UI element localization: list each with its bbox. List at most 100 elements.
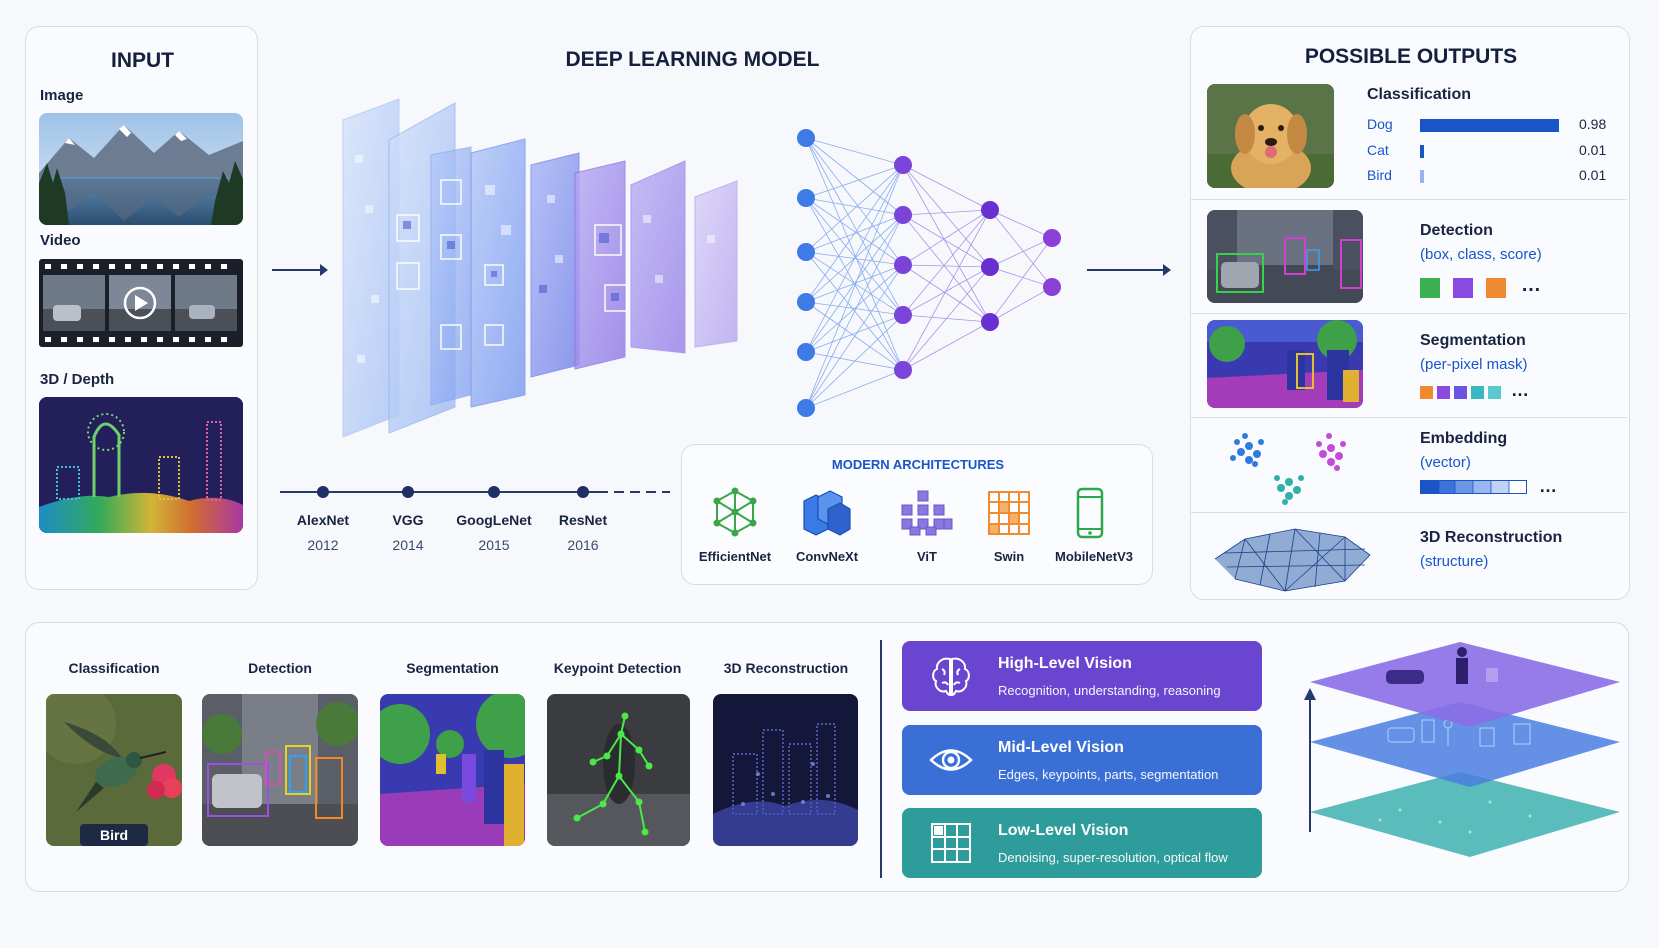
convnext-icon xyxy=(803,490,851,536)
arrow-input-to-model xyxy=(272,264,328,276)
class-dog-bar xyxy=(1420,119,1559,132)
output-classification-row: Classification Dog Cat Bird 0.98 0.01 0.… xyxy=(1191,74,1627,200)
bird-badge: Bird xyxy=(80,824,148,846)
mid-level-vision-title: Mid-Level Vision xyxy=(998,739,1124,756)
classification-output-title: Classification xyxy=(1367,86,1472,103)
output-segmentation-row: Segmentation (per-pixel mask) … xyxy=(1191,314,1627,418)
mesh-reconstruction-icon xyxy=(1214,528,1371,592)
task-segmentation-label: Segmentation xyxy=(406,660,499,676)
seg-color-cyan xyxy=(1488,386,1501,399)
high-level-vision-card: High-Level Vision Recognition, understan… xyxy=(902,641,1262,711)
detection-output-title: Detection xyxy=(1420,222,1493,239)
seg-color-teal xyxy=(1471,386,1484,399)
timeline-resnet-name: ResNet xyxy=(558,512,608,528)
efficientnet-icon xyxy=(713,487,757,537)
task-detection-label: Detection xyxy=(248,660,312,676)
video-label: Video xyxy=(40,232,81,249)
hummingbird-image: Bird xyxy=(46,694,182,846)
modern-convnext-label: ConvNeXt xyxy=(795,549,859,564)
class-bird-label: Bird xyxy=(1367,167,1392,183)
class-cat-value: 0.01 xyxy=(1579,142,1607,158)
vision-hierarchy-layers xyxy=(1304,642,1620,857)
low-level-vision-desc: Denoising, super-resolution, optical flo… xyxy=(998,850,1228,865)
segmentation-more: … xyxy=(1511,380,1529,400)
high-level-vision-title: High-Level Vision xyxy=(998,655,1132,672)
modern-architectures-title: MODERN ARCHITECTURES xyxy=(831,457,1005,472)
detection-color-purple xyxy=(1453,278,1473,298)
detection-output-sub: (box, class, score) xyxy=(1420,246,1542,263)
dog-image xyxy=(1207,84,1334,188)
cnn-feature-maps xyxy=(342,98,738,438)
low-level-vision-title: Low-Level Vision xyxy=(998,822,1129,839)
depth-point-cloud-image xyxy=(39,397,243,533)
reconstruction-city-image xyxy=(713,694,858,846)
output-reconstruction-row: 3D Reconstruction (structure) xyxy=(1191,513,1627,599)
arrow-model-to-output xyxy=(1087,264,1171,276)
mid-level-vision-desc: Edges, keypoints, parts, segmentation xyxy=(998,767,1219,782)
keypoint-runner-image xyxy=(547,694,690,846)
detection-color-orange xyxy=(1486,278,1506,298)
embedding-vector-bar xyxy=(1420,480,1527,494)
modern-vit-label: ViT xyxy=(917,549,937,564)
modern-swin-label: Swin xyxy=(993,549,1025,564)
reconstruction-output-sub: (structure) xyxy=(1420,553,1489,570)
embedding-more: … xyxy=(1539,476,1557,496)
task-classification-label: Classification xyxy=(68,660,160,676)
embedding-clusters-icon xyxy=(1230,433,1346,505)
input-panel: INPUT Image Video xyxy=(25,26,258,590)
tasks-divider xyxy=(880,640,882,878)
timeline-line xyxy=(280,486,670,498)
segmentation-street-image xyxy=(380,694,525,846)
modern-architectures-panel: MODERN ARCHITECTURES xyxy=(681,444,1153,585)
detection-color-green xyxy=(1420,278,1440,298)
modern-efficientnet-label: EfficientNet xyxy=(698,549,772,564)
task-keypoint-label: Keypoint Detection xyxy=(553,660,682,676)
class-cat-label: Cat xyxy=(1367,142,1389,158)
reconstruction-output-title: 3D Reconstruction xyxy=(1420,529,1563,546)
mountain-lake-image xyxy=(39,113,243,225)
class-dog-label: Dog xyxy=(1367,116,1393,132)
output-embedding-row: Embedding (vector) … xyxy=(1191,418,1627,513)
mobilenetv3-icon xyxy=(1076,487,1104,539)
timeline-alexnet-year: 2012 xyxy=(307,537,339,553)
class-dog-value: 0.98 xyxy=(1579,116,1607,132)
modern-mobilenetv3-label: MobileNetV3 xyxy=(1054,549,1133,564)
task-reconstruction-label: 3D Reconstruction xyxy=(723,660,849,676)
detection-more: … xyxy=(1521,274,1541,296)
vit-icon xyxy=(901,490,953,536)
seg-color-purple xyxy=(1437,386,1450,399)
timeline-alexnet-name: AlexNet xyxy=(296,512,350,528)
eye-icon xyxy=(929,749,973,771)
output-detection-row: Detection (box, class, score) … xyxy=(1191,200,1627,314)
seg-color-violet xyxy=(1454,386,1467,399)
embedding-output-sub: (vector) xyxy=(1420,454,1471,471)
segmentation-mask-image xyxy=(1207,320,1363,408)
video-filmstrip xyxy=(39,259,243,347)
swin-icon xyxy=(988,491,1030,535)
seg-color-orange xyxy=(1420,386,1433,399)
outputs-title: POSSIBLE OUTPUTS xyxy=(1304,45,1518,68)
class-cat-bar xyxy=(1420,145,1424,158)
mid-level-vision-card: Mid-Level Vision Edges, keypoints, parts… xyxy=(902,725,1262,795)
timeline-vgg-year: 2014 xyxy=(392,537,424,553)
brain-icon xyxy=(932,657,970,697)
image-label: Image xyxy=(40,87,84,104)
neural-network-graph xyxy=(797,129,1061,417)
class-bird-value: 0.01 xyxy=(1579,167,1607,183)
detection-street-image xyxy=(202,694,358,846)
grid-icon xyxy=(931,823,971,863)
low-level-vision-card: Low-Level Vision Denoising, super-resolu… xyxy=(902,808,1262,878)
timeline-vgg-name: VGG xyxy=(392,512,424,528)
class-bird-bar xyxy=(1420,170,1424,183)
street-detection-image xyxy=(1207,210,1363,303)
depth-label: 3D / Depth xyxy=(40,371,115,388)
timeline-googlenet-name: GoogLeNet xyxy=(456,512,532,528)
timeline-googlenet-year: 2015 xyxy=(478,537,510,553)
model-title: DEEP LEARNING MODEL xyxy=(565,48,820,71)
segmentation-output-title: Segmentation xyxy=(1420,332,1526,349)
timeline-resnet-year: 2016 xyxy=(567,537,599,553)
embedding-output-title: Embedding xyxy=(1420,430,1508,447)
high-level-vision-desc: Recognition, understanding, reasoning xyxy=(998,683,1221,698)
input-title: INPUT xyxy=(111,49,174,72)
segmentation-output-sub: (per-pixel mask) xyxy=(1420,356,1528,373)
